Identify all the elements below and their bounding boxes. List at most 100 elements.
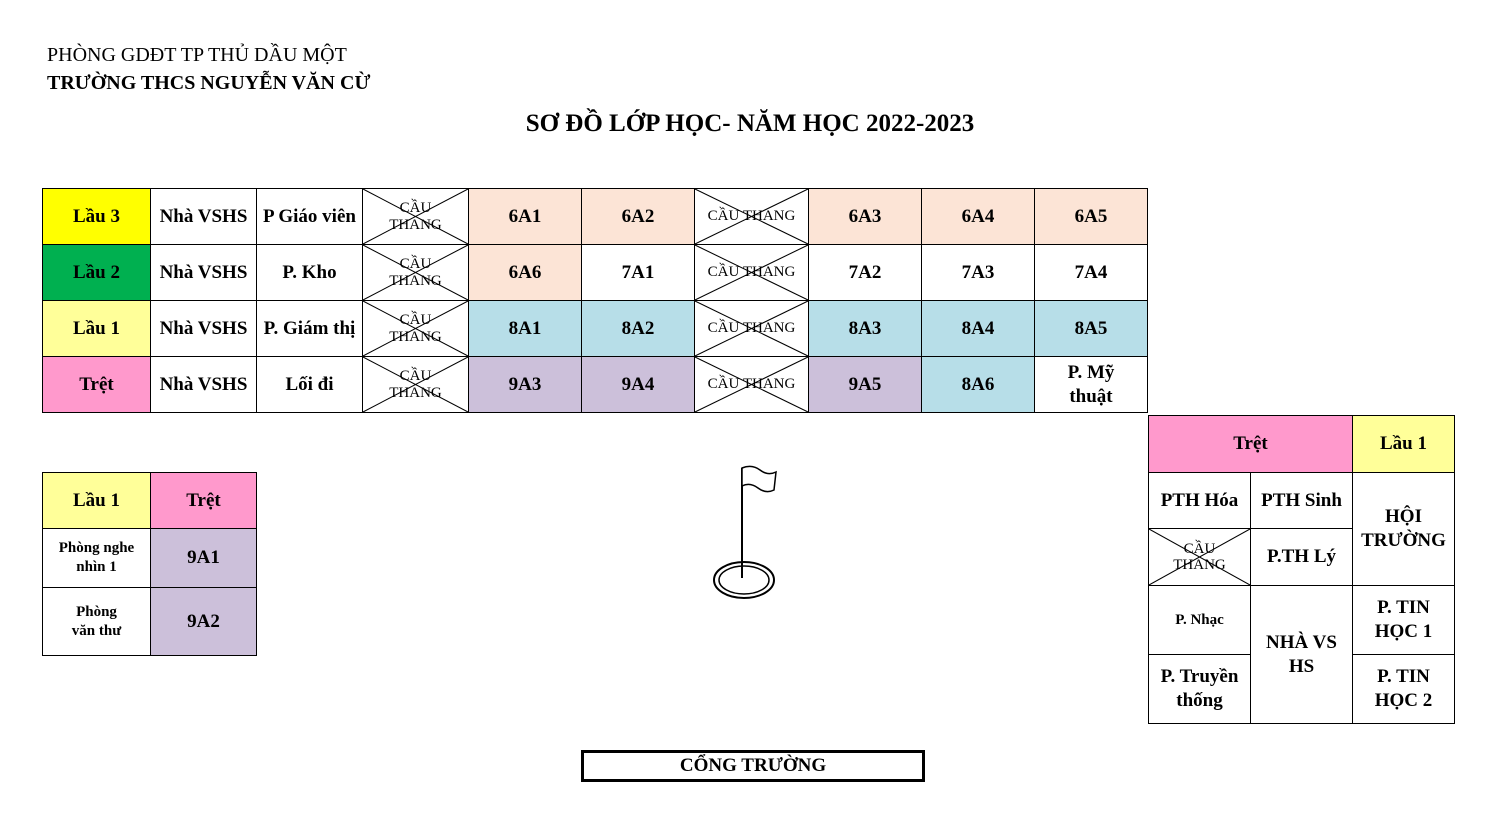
stairs-label: CẦU THANG [707, 264, 796, 281]
classroom-cell: 9A4 [581, 356, 695, 413]
stairs-label: CẦU THANG [707, 320, 796, 337]
classroom-cell: 8A3 [808, 300, 922, 357]
classroom-cell: 8A1 [468, 300, 582, 357]
stairs-cross-icon [363, 189, 468, 244]
lab-cell: PTH Hóa [1148, 472, 1251, 529]
flag-icon [713, 465, 777, 599]
stairs-cross-icon [1149, 529, 1250, 585]
lab-cell: P.TH Lý [1250, 528, 1353, 586]
classroom-cell: 6A3 [808, 188, 922, 245]
stairs-cross-icon [363, 301, 468, 356]
classroom-cell: 8A2 [581, 300, 695, 357]
stairs-cross-icon [695, 245, 808, 300]
stairs-label: THANG [1173, 557, 1226, 573]
classroom-cell: 7A2 [808, 244, 922, 301]
classroom-cell: 9A2 [150, 587, 257, 656]
floor-label: Trệt [1148, 415, 1353, 473]
art-room-label: P. Mỹ [1067, 361, 1115, 383]
stairs-label: CẦU THANG [707, 376, 796, 393]
classroom-cell: 7A1 [581, 244, 695, 301]
classroom-cell: 7A3 [921, 244, 1035, 301]
page-title: SƠ ĐỒ LỚP HỌC- NĂM HỌC 2022-2023 [525, 110, 975, 137]
stairs-label: CẦU THANG [707, 208, 796, 225]
stairs-cross-icon [695, 189, 808, 244]
art-room-label: thuật [1069, 385, 1113, 407]
classroom-cell: 8A6 [921, 356, 1035, 413]
floor-label: Lầu 1 [42, 472, 151, 529]
school-gate: CỔNG TRƯỜNG [581, 750, 925, 782]
floor-label: Lầu 1 [1352, 415, 1455, 473]
classroom-cell: 6A2 [581, 188, 695, 245]
stairs-cross-icon [363, 245, 468, 300]
room-cell: Phòng văn thư [42, 587, 151, 656]
stairs-cell: CẦU THANG [694, 356, 809, 413]
music-room-cell: P. Nhạc [1148, 585, 1251, 655]
classroom-cell: 9A5 [808, 356, 922, 413]
classroom-cell: 8A5 [1034, 300, 1148, 357]
stairs-cross-icon [695, 357, 808, 412]
toilet-cell: Nhà VSHS [150, 188, 257, 245]
toilet-cell: Nhà VSHS [150, 244, 257, 301]
stairs-label: THANG [389, 216, 442, 233]
classroom-cell: 9A3 [468, 356, 582, 413]
it-room-label: HỌC 2 [1374, 690, 1433, 711]
hall-label: TRƯỜNG [1361, 530, 1446, 551]
it-room-label: HỌC 1 [1374, 621, 1433, 642]
stairs-label: CẦU [399, 256, 432, 272]
stairs-label: THANG [389, 384, 442, 401]
toilet-cell: Nhà VSHS [150, 300, 257, 357]
classroom-cell: 9A1 [150, 528, 257, 588]
school-name: TRƯỜNG THCS NGUYỄN VĂN CỪ [47, 72, 371, 94]
stairs-cross-icon [695, 301, 808, 356]
toilet-label: NHÀ VS [1266, 631, 1337, 653]
floor-label: Lầu 3 [42, 188, 151, 245]
classroom-cell: 7A4 [1034, 244, 1148, 301]
stairs-label: THANG [389, 328, 442, 345]
room-label: Phòng [76, 603, 117, 620]
stairs-cell: CẦU THANG [694, 300, 809, 357]
stairs-label: CẦU [399, 368, 432, 384]
tradition-room-label: thống [1176, 690, 1223, 711]
hall-label: HỘI [1385, 506, 1422, 528]
classroom-cell: 8A4 [921, 300, 1035, 357]
stairs-label: CẦU [399, 312, 432, 328]
room-cell: P. Giám thị [256, 300, 363, 357]
toilet-label: HS [1288, 655, 1315, 677]
floor-label: Lầu 1 [42, 300, 151, 357]
lab-cell: PTH Sinh [1250, 472, 1353, 529]
room-label: văn thư [71, 622, 122, 639]
toilet-cell: Nhà VSHS [150, 356, 257, 413]
classroom-cell: 6A5 [1034, 188, 1148, 245]
classroom-cell: 6A1 [468, 188, 582, 245]
it-room-label: P. TIN [1377, 666, 1430, 688]
department-name: PHÒNG GDĐT TP THỦ DẦU MỘT [47, 44, 347, 66]
it-room-label: P. TIN [1377, 597, 1430, 619]
floor-label: Trệt [150, 472, 257, 529]
classroom-cell: 6A6 [468, 244, 582, 301]
floor-label: Lầu 2 [42, 244, 151, 301]
stairs-label: CẦU [1183, 540, 1216, 557]
room-cell: Lối đi [256, 356, 363, 413]
tradition-room-label: P. Truyền [1160, 666, 1239, 688]
stairs-label: THANG [389, 272, 442, 289]
room-cell: P Giáo viên [256, 188, 363, 245]
stairs-label: CẦU [399, 200, 432, 216]
